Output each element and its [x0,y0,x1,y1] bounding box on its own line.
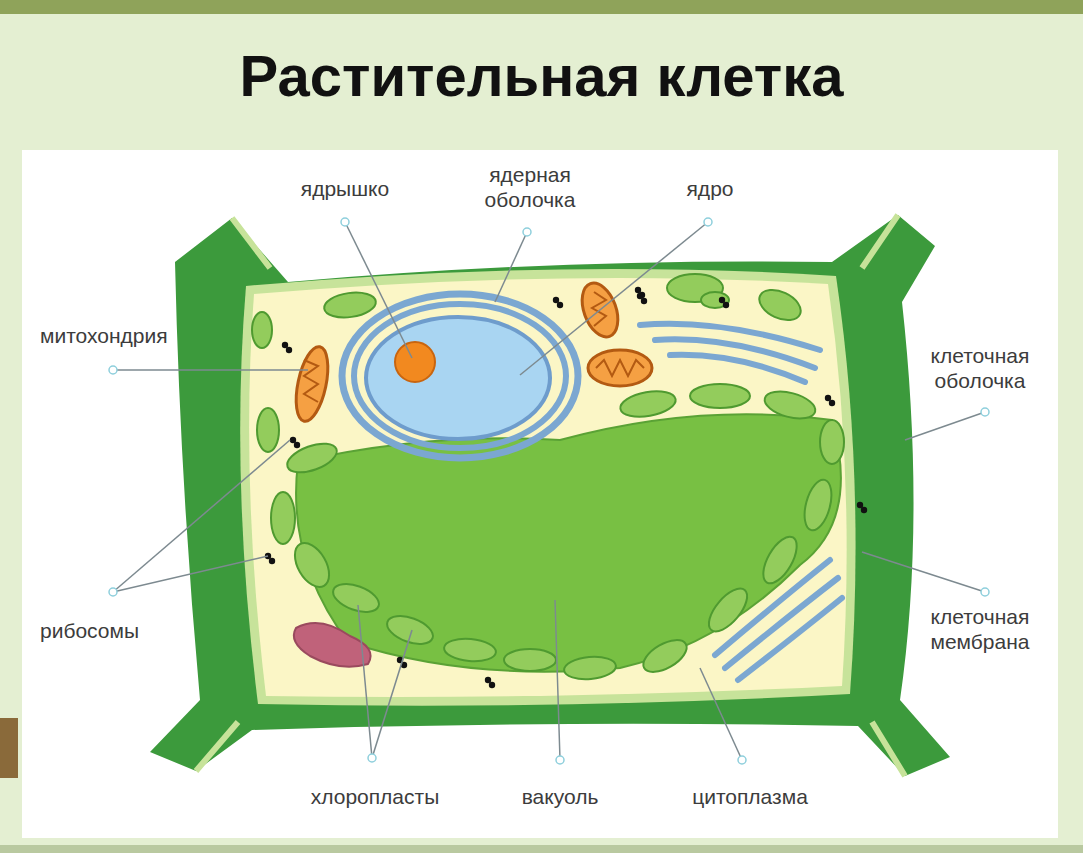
ribosome [825,395,831,401]
chloroplast [762,387,818,424]
ribosome [485,677,491,683]
ribosome [635,287,641,293]
title: Растительная клетка [0,42,1083,109]
part-label: ядерная оболочка [455,162,605,212]
ribosome [489,682,495,688]
part-label: клеточная оболочка [905,343,1055,393]
ribosome [294,442,300,448]
cell-wall [150,215,950,776]
er-ring [354,304,566,448]
chloroplast [383,611,436,650]
ribosome [269,558,275,564]
ribosomes [265,287,867,688]
part-label: ядро [660,176,760,201]
part-label: вакуоль [490,784,630,809]
ribosome [282,342,288,348]
chloroplast [757,531,804,588]
chloroplast [800,477,837,533]
part-label: митохондрия [40,323,210,348]
nucleus [366,317,550,439]
chloroplast [701,292,729,308]
ribosome [641,298,647,304]
er-stack [640,324,842,680]
ribosome [637,293,643,299]
ribosome [557,302,563,308]
part-label: ядрышко [270,176,420,201]
membrane [240,269,855,706]
vacuole [296,414,841,671]
ribosome [553,297,559,303]
chloroplast [283,438,340,478]
part-label: цитоплазма [660,784,840,809]
lamella [196,215,905,776]
part-label: хлоропласты [270,784,480,809]
ribosome [290,437,296,443]
chloroplast [323,289,378,320]
chloroplast [618,387,677,420]
chloroplast [257,408,279,452]
pink-body [294,623,371,667]
nucleolus [395,342,435,382]
er-ring [342,294,578,458]
ribosome [861,507,867,513]
chloroplast [271,492,295,544]
chloroplasts [252,274,844,681]
chloroplast [702,582,754,637]
ribosome [857,502,863,508]
chloroplast [443,637,497,663]
chloroplast [329,579,382,618]
ribosome [286,347,292,353]
ribosome [829,400,835,406]
bottom-band [0,845,1083,853]
chloroplast [820,420,844,464]
chloroplast [755,284,806,326]
ribosome [719,297,725,303]
mitochondria [290,278,652,424]
chloroplast [690,384,750,408]
leader-lines [109,218,989,764]
cytoplasm [249,278,847,697]
chloroplast [252,312,272,348]
chloroplast [638,634,692,679]
part-label: клеточная мембрана [900,604,1060,654]
panel [22,150,1058,838]
chloroplast [288,537,336,593]
chloroplast [563,655,617,681]
part-label: рибосомы [40,618,200,643]
top-band [0,0,1083,14]
chloroplast [504,649,556,671]
corner-decor [0,718,18,778]
ribosome [723,302,729,308]
